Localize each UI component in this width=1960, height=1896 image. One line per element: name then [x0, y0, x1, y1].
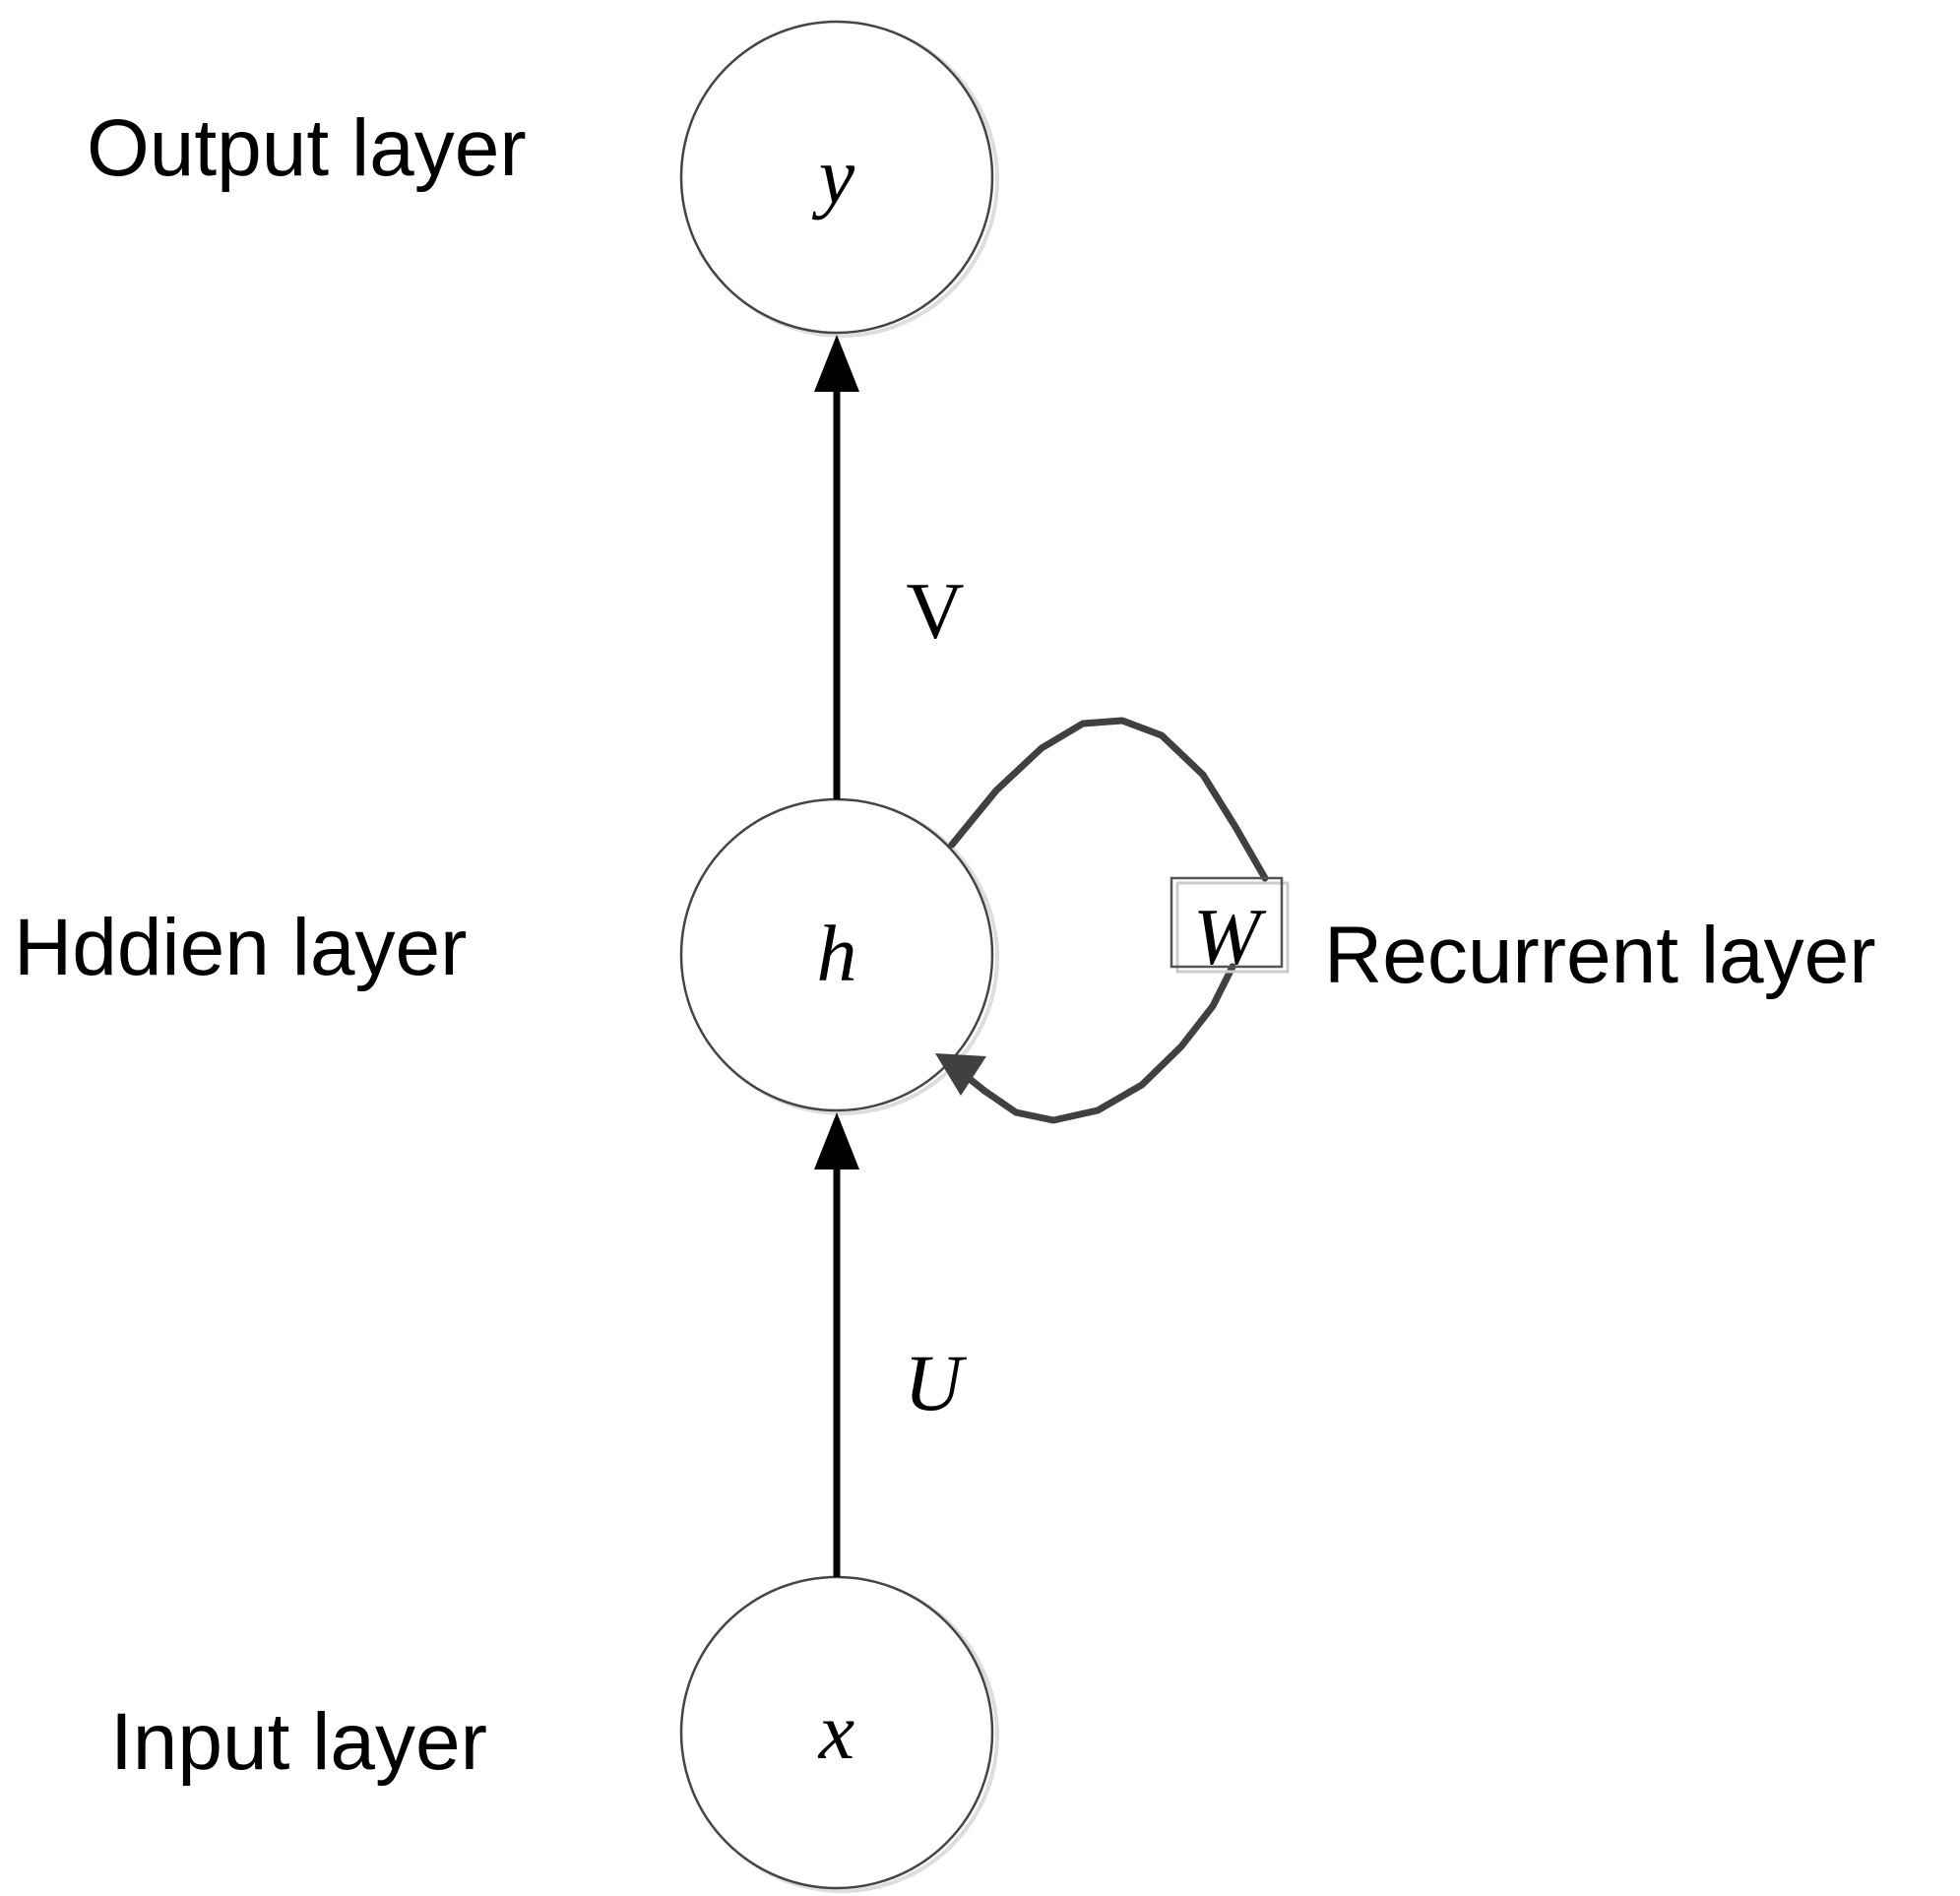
node-x-label: x	[818, 1686, 854, 1776]
arrow-input-to-hidden	[814, 1112, 859, 1577]
weight-w-label: W	[1193, 892, 1267, 981]
weight-w-box: W	[1170, 876, 1290, 981]
node-h-label: h	[817, 909, 857, 998]
node-y-label: y	[812, 131, 855, 221]
recurrent-loop-arrow	[935, 717, 1269, 1124]
weight-v-label: V	[906, 566, 964, 656]
recurrent-layer-label: Recurrent layer	[1324, 911, 1876, 1000]
arrow-hidden-to-output	[814, 335, 859, 799]
weight-u-label: U	[904, 1338, 967, 1427]
input-node: x	[679, 1575, 999, 1893]
hidden-node: h	[679, 797, 999, 1115]
input-layer-label: Input layer	[110, 1697, 487, 1787]
hidden-layer-label: Hddien layer	[14, 903, 467, 992]
output-node: y	[679, 20, 999, 338]
output-layer-label: Output layer	[87, 103, 527, 193]
